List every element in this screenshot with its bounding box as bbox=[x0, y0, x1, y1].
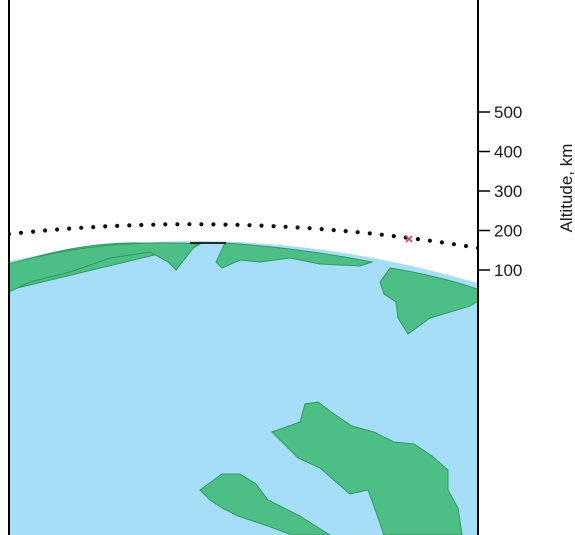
orbit-dot bbox=[283, 224, 288, 229]
orbit-dot bbox=[415, 237, 420, 242]
landmass-center bbox=[215, 242, 374, 269]
orbit-dot bbox=[367, 231, 372, 236]
orbit-dot bbox=[331, 228, 336, 233]
orbit-dot bbox=[451, 242, 456, 247]
orbit-dot bbox=[463, 243, 469, 249]
orbit-dot bbox=[103, 224, 108, 229]
orbit-dot bbox=[259, 223, 264, 228]
orbit-dot bbox=[151, 222, 156, 227]
orbit-dot bbox=[79, 225, 84, 230]
orbit-dot bbox=[307, 226, 312, 231]
landmass-left-strip bbox=[9, 242, 201, 293]
orbit-dot bbox=[235, 222, 240, 227]
red-x-marker bbox=[405, 235, 413, 243]
orbit-dot bbox=[199, 222, 204, 227]
axis-tick-label: 400 bbox=[494, 143, 522, 162]
orbit-dot bbox=[355, 230, 360, 235]
landmass-right bbox=[379, 267, 478, 335]
orbit-dot bbox=[43, 228, 48, 233]
orbit-dot bbox=[439, 240, 444, 245]
axis-tick-label: 200 bbox=[494, 222, 522, 241]
axis-tick-label: 100 bbox=[494, 261, 522, 280]
orbit-dot bbox=[427, 238, 432, 243]
altitude-axis: 100 200 300 400 500 bbox=[478, 103, 522, 280]
marker-stroke bbox=[405, 235, 413, 243]
orbit-dot bbox=[67, 226, 72, 231]
orbit-dot bbox=[295, 225, 300, 230]
orbit-dot bbox=[379, 232, 384, 237]
orbit-dot bbox=[187, 222, 192, 227]
orbit-dot bbox=[271, 224, 276, 229]
altitude-axis-title: Altitude, km bbox=[557, 144, 575, 233]
orbit-dot bbox=[139, 222, 144, 228]
orbit-dot bbox=[55, 227, 60, 232]
orbit-dot bbox=[175, 222, 180, 227]
orbit-dot bbox=[223, 222, 228, 227]
orbit-dot bbox=[127, 223, 132, 228]
orbit-dot bbox=[343, 229, 348, 234]
orbit-dot bbox=[115, 223, 120, 228]
orbit-dot bbox=[18, 230, 24, 235]
orbit-path bbox=[9, 222, 478, 251]
orbit-dot bbox=[247, 223, 252, 228]
axis-tick-label: 500 bbox=[494, 103, 522, 122]
axis-tick-label: 300 bbox=[494, 182, 522, 201]
landmass-lower-island bbox=[199, 473, 331, 535]
orbit-dot bbox=[91, 225, 96, 230]
orbit-dot bbox=[163, 222, 168, 227]
orbit-dot bbox=[319, 227, 324, 232]
landmass-lower-peninsula bbox=[271, 401, 463, 535]
orbit-dot bbox=[391, 234, 396, 239]
orbit-dot bbox=[211, 222, 216, 227]
orbit-dot bbox=[30, 229, 36, 234]
earth-view bbox=[9, 222, 478, 535]
